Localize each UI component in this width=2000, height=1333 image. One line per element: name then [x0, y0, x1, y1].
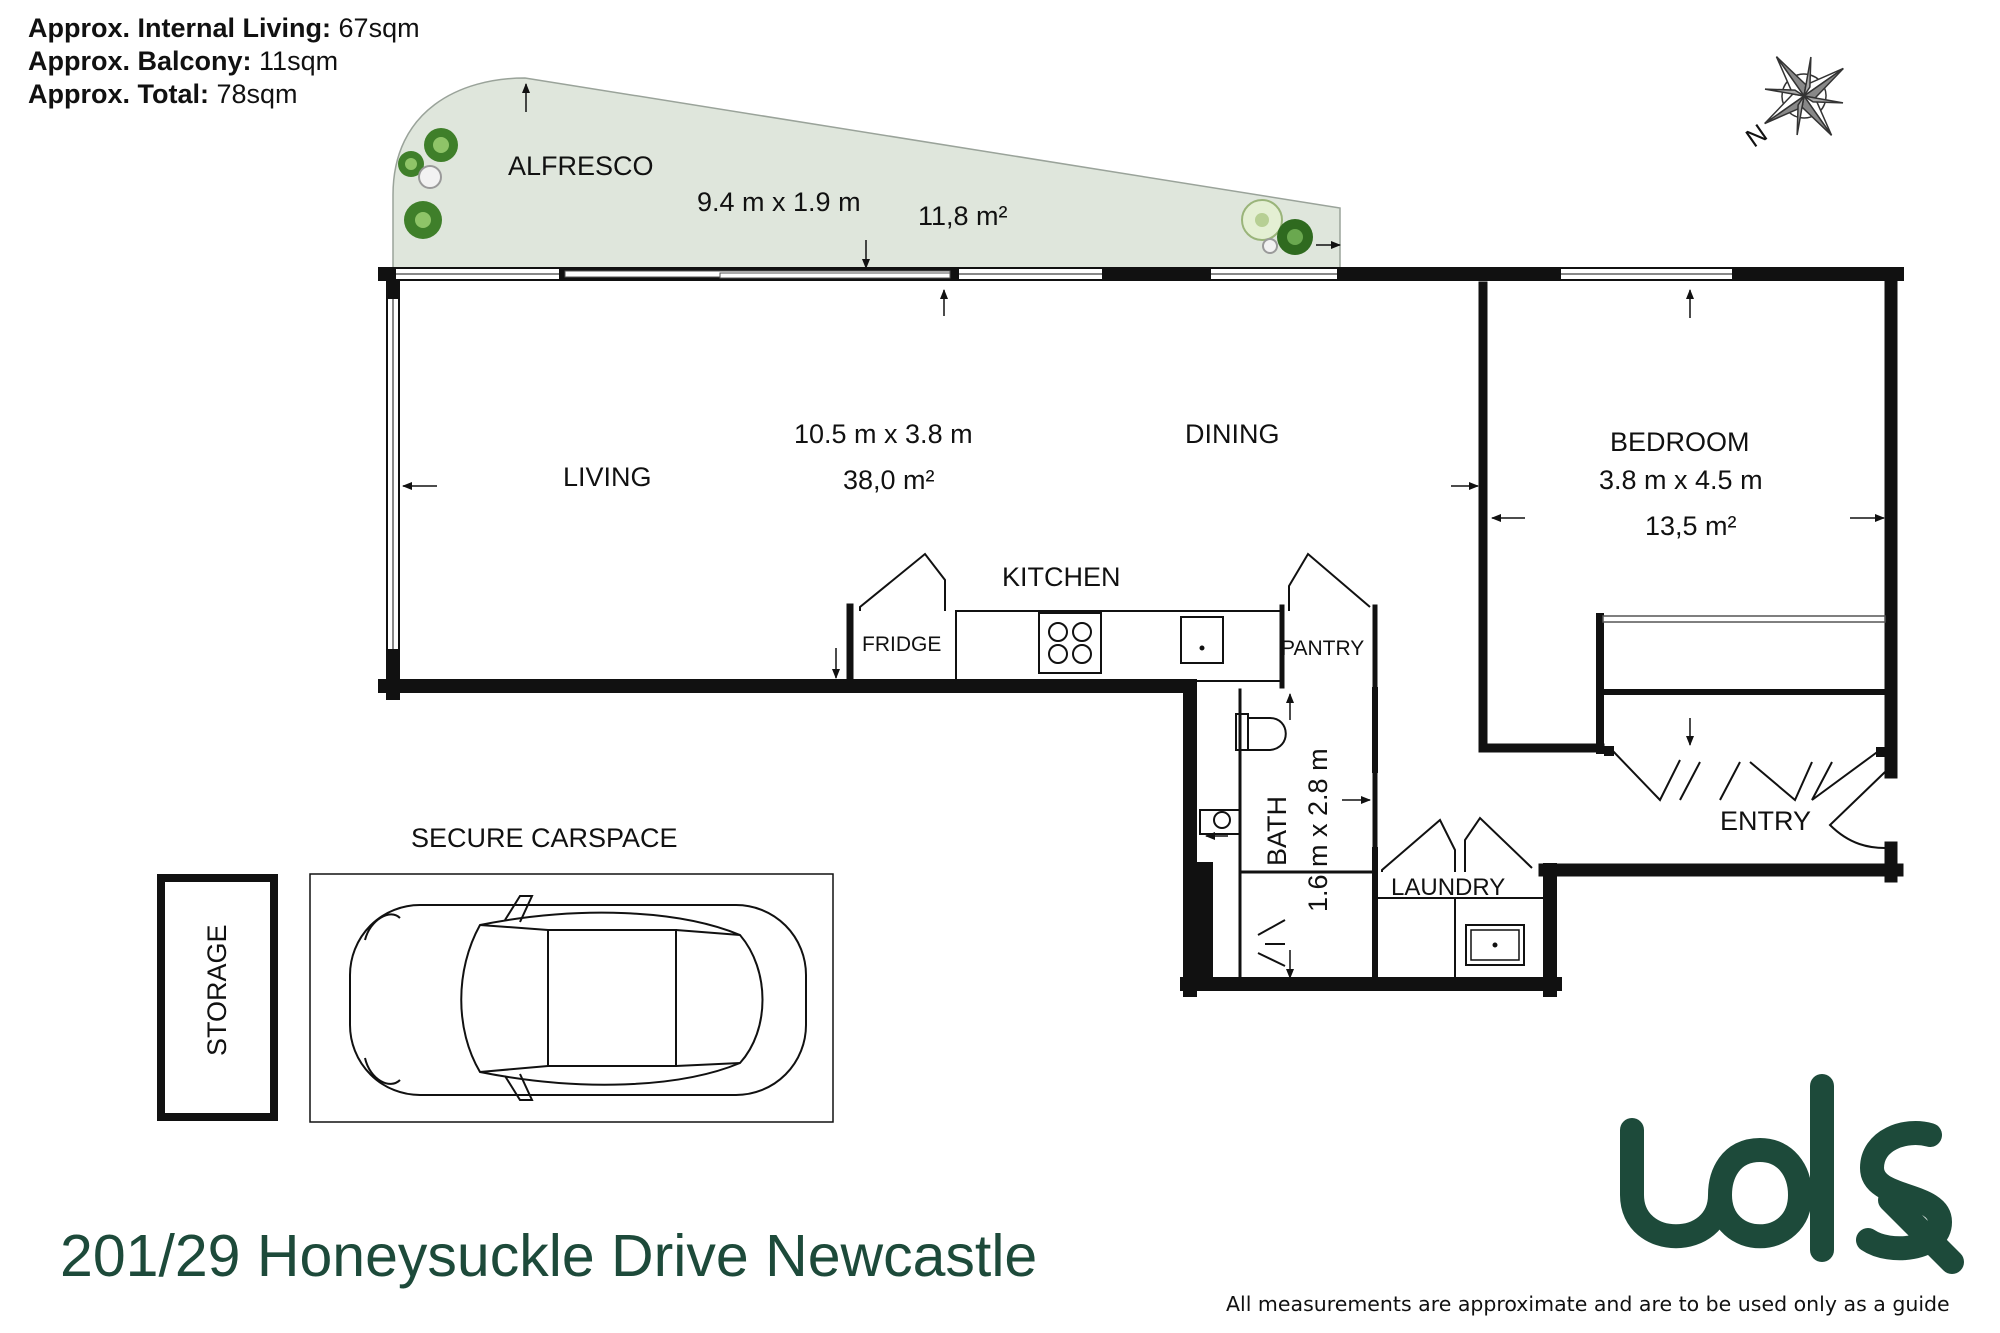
kitchen-fixtures [859, 552, 1371, 682]
alfresco-balcony [392, 77, 1341, 271]
living-dims: 10.5 m x 3.8 m [794, 419, 973, 449]
bath-fixtures [1199, 690, 1378, 975]
alfresco-area: 11,8 m² [918, 201, 1008, 231]
walls [378, 267, 1904, 997]
entry-doors [1604, 746, 1886, 849]
pantry-name: PANTRY [1281, 637, 1364, 660]
storage-outline [157, 874, 278, 1121]
compass-north-label: N [1740, 118, 1773, 153]
storage-name: STORAGE [202, 924, 232, 1056]
total-line: Approx. Total: 78sqm [28, 78, 420, 111]
bedroom-dims: 3.8 m x 4.5 m [1599, 465, 1763, 495]
balcony-label: Approx. Balcony: [28, 46, 252, 76]
internal-living-label: Approx. Internal Living: [28, 13, 332, 43]
area-summary: Approx. Internal Living: 67sqm Approx. B… [28, 12, 420, 111]
company-logo [1620, 1074, 1964, 1274]
alfresco-dims: 9.4 m x 1.9 m [697, 187, 861, 217]
bath-dims: 1.6 m x 2.8 m [1303, 748, 1333, 912]
measurement-disclaimer: All measurements are approximate and are… [1226, 1292, 1950, 1316]
bath-name: BATH [1262, 796, 1292, 866]
fridge-name: FRIDGE [862, 633, 941, 656]
laundry-fixtures [1375, 816, 1545, 980]
internal-living-value: 67sqm [338, 13, 420, 43]
living-area: 38,0 m² [843, 465, 935, 495]
compass-icon [1764, 56, 1844, 136]
bath-wall-block [1187, 862, 1213, 990]
dimension-arrows [402, 83, 1885, 979]
internal-living-line: Approx. Internal Living: 67sqm [28, 12, 420, 45]
balcony-value: 11sqm [259, 46, 339, 76]
total-value: 78sqm [216, 79, 298, 109]
carspace-name: SECURE CARSPACE [411, 823, 678, 853]
windows [386, 267, 1886, 651]
car-icon [349, 895, 807, 1101]
bedroom-area: 13,5 m² [1645, 511, 1737, 541]
living-name: LIVING [563, 462, 652, 492]
dining-name: DINING [1185, 419, 1280, 449]
property-address: 201/29 Honeysuckle Drive Newcastle [60, 1223, 1038, 1289]
balcony-line: Approx. Balcony: 11sqm [28, 45, 420, 78]
entry-name: ENTRY [1720, 806, 1811, 836]
laundry-name: LAUNDRY [1391, 874, 1505, 901]
total-label: Approx. Total: [28, 79, 209, 109]
kitchen-name: KITCHEN [1002, 562, 1121, 592]
alfresco-name: ALFRESCO [508, 151, 654, 181]
bedroom-name: BEDROOM [1610, 427, 1750, 457]
carspace-outline [309, 873, 834, 1123]
plant-icon [398, 128, 1313, 255]
